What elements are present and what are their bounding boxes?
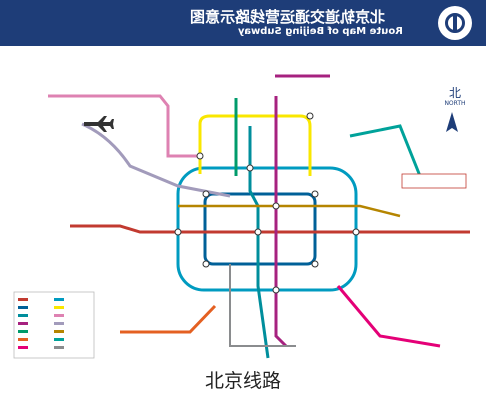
map-title-chinese: 北京轨道交通运营线路示意图 [190,8,386,26]
station [352,228,360,236]
page-caption: 北京线路 [204,370,281,392]
line-airport [81,122,231,198]
station [202,260,210,268]
subway-map [0,46,486,364]
line-changping [48,94,200,158]
line-1 [70,224,470,234]
station [272,286,280,294]
subway-logo-icon [438,6,472,40]
north-arrow-icon [446,112,458,132]
line-2-loop [203,192,317,266]
station [202,190,210,198]
station [311,260,319,268]
title-banner: 北京轨道交通运营线路示意图 Route Map of Beijing Subwa… [0,0,486,46]
airplane-icon [84,116,114,132]
line-east [349,124,422,177]
station [311,190,319,198]
legend [13,291,95,359]
compass-label: 北 [448,86,461,100]
station [246,164,254,172]
line-6 [178,204,401,218]
station [196,152,204,160]
station [272,202,280,210]
station [306,112,314,120]
line-13 [198,114,312,176]
compass-label-en: NORTH [444,100,466,107]
line-south [229,264,296,347]
map-title-english: Route Map of Beijing Subway [238,26,403,37]
line-fangshan [120,304,217,334]
line-yizhuang [336,285,441,348]
station [174,228,182,236]
line-5 [274,96,288,348]
info-box [401,173,467,189]
station [254,228,262,236]
